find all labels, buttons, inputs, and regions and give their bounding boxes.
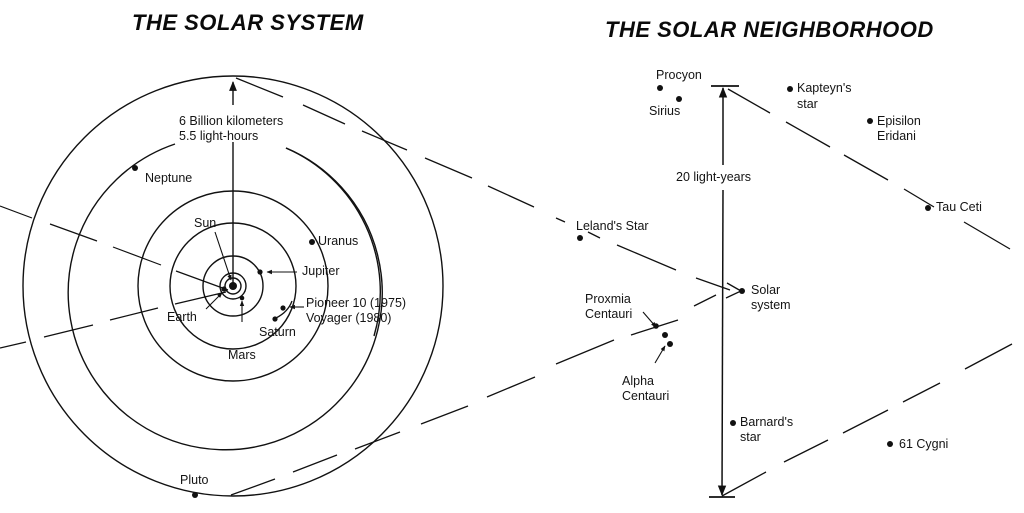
proxima-label-line2: Centauri bbox=[585, 307, 633, 321]
proxima-label-line1: Proxmia bbox=[585, 292, 631, 306]
neptune-orbit-right bbox=[285, 147, 381, 337]
epsilon-label-line1: Episilon bbox=[877, 114, 921, 128]
tau-ceti-label: Tau Ceti bbox=[936, 200, 982, 214]
epsilon-label-line2: Eridani bbox=[877, 129, 916, 143]
alpha-centauri-dot-b bbox=[667, 341, 673, 347]
alpha-centauri-dot-a bbox=[662, 332, 668, 338]
solar-system-label-line2: system bbox=[751, 298, 791, 312]
solar-system-label-line1: Solar bbox=[751, 283, 781, 297]
kapteyn-label-line2: star bbox=[797, 97, 818, 111]
saturn-orbit bbox=[135, 160, 319, 340]
leland-star-dot bbox=[577, 235, 583, 241]
projection-line-left-upper bbox=[0, 205, 229, 291]
alpha-label-line2: Centauri bbox=[622, 389, 670, 403]
barnard-label-line1: Barnard's bbox=[740, 415, 794, 429]
ly-scale-label: 20 light-years bbox=[676, 170, 752, 184]
61-cygni-dot bbox=[887, 441, 893, 447]
projection-line-upper bbox=[235, 77, 731, 291]
probes-label-pioneer: Pioneer 10 (1975) bbox=[306, 296, 407, 310]
alpha-label-line1: Alpha bbox=[622, 374, 654, 388]
epsilon-eridani-dot bbox=[867, 118, 873, 124]
neptune-label: Neptune bbox=[145, 171, 193, 185]
61-cygni-label: 61 Cygni bbox=[899, 437, 949, 451]
sun-pointer bbox=[214, 231, 232, 281]
sun-label: Sun bbox=[194, 216, 217, 230]
solar-neighborhood-title: THE SOLAR NEIGHBORHOOD bbox=[605, 17, 934, 42]
sun-dot bbox=[229, 282, 237, 290]
neptune-dot bbox=[132, 165, 138, 171]
mars-label: Mars bbox=[228, 348, 256, 362]
kapteyn-dot bbox=[787, 86, 793, 92]
neighborhood-line-upper bbox=[727, 88, 1011, 250]
uranus-label: Uranus bbox=[318, 234, 359, 248]
earth-pointer bbox=[205, 292, 223, 310]
scale-label-light-hours: 5.5 light-hours bbox=[179, 129, 259, 143]
neighborhood-line-lower bbox=[721, 343, 1013, 497]
kapteyn-label-line1: Kapteyn's bbox=[797, 81, 852, 95]
pluto-label: Pluto bbox=[180, 473, 209, 487]
barnard-star-dot bbox=[730, 420, 736, 426]
uranus-dot bbox=[309, 239, 315, 245]
ly-scale-arrow-down bbox=[717, 189, 727, 497]
projection-line-left-lower bbox=[0, 291, 227, 349]
probes-label-voyager: Voyager (1980) bbox=[306, 311, 392, 325]
saturn-label: Saturn bbox=[259, 325, 296, 339]
earth-label: Earth bbox=[167, 310, 197, 324]
barnard-label-line2: star bbox=[740, 430, 761, 444]
leland-star-label: Leland's Star bbox=[576, 219, 649, 233]
jupiter-dot bbox=[257, 269, 263, 275]
probe-dot bbox=[280, 305, 286, 311]
solar-system-dot bbox=[739, 288, 745, 294]
pluto-dot bbox=[192, 492, 198, 498]
saturn-dot bbox=[272, 316, 278, 322]
tau-ceti-dot bbox=[925, 205, 931, 211]
alpha-pointer bbox=[654, 345, 666, 364]
sirius-label: Sirius bbox=[649, 104, 681, 118]
solar-system-pointer bbox=[725, 282, 743, 299]
jupiter-label: Jupiter bbox=[302, 264, 340, 278]
earth-dot bbox=[221, 286, 227, 292]
proxima-centauri-dot bbox=[653, 323, 659, 329]
sirius-dot bbox=[676, 96, 682, 102]
neptune-orbit bbox=[67, 143, 383, 451]
pluto-orbit bbox=[22, 75, 444, 497]
procyon-dot bbox=[657, 85, 663, 91]
scale-label-distance: 6 Billion kilometers bbox=[179, 114, 284, 128]
probe-trajectory bbox=[275, 300, 293, 319]
solar-system-title: THE SOLAR SYSTEM bbox=[132, 10, 364, 35]
mars-dot bbox=[239, 295, 245, 301]
procyon-label: Procyon bbox=[656, 68, 702, 82]
